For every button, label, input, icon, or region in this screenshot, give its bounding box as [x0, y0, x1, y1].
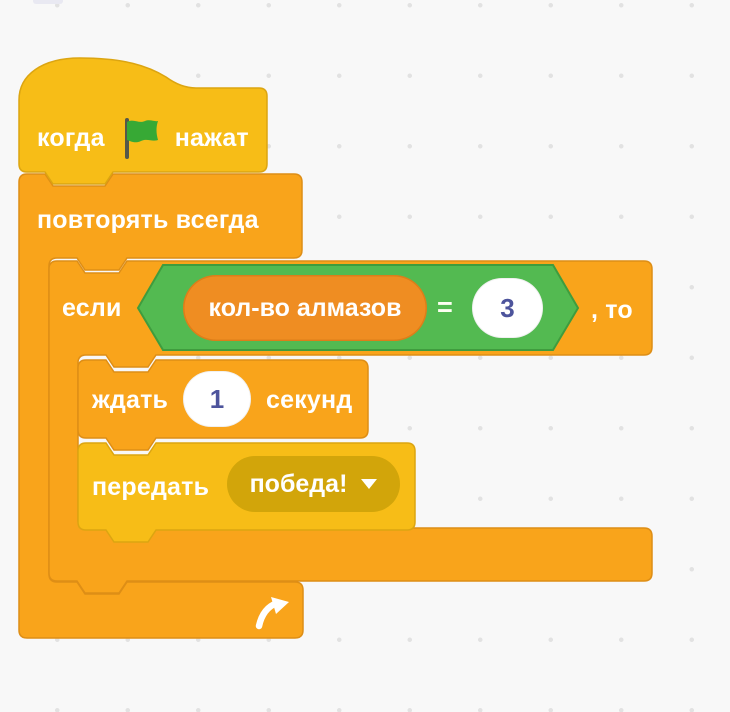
wait-label-before: ждать — [92, 385, 169, 414]
equals-sign: = — [437, 292, 453, 322]
clipped-toolbar-artifact — [33, 0, 63, 4]
broadcast-label: передать — [92, 472, 210, 501]
broadcast-message-dropdown[interactable]: победа! — [227, 456, 400, 512]
condition-value: 3 — [500, 292, 515, 323]
wait-duration-input[interactable]: 1 — [183, 371, 251, 427]
broadcast-message-value: победа! — [249, 469, 348, 498]
when-flag-clicked-block[interactable] — [18, 57, 268, 185]
green-flag-icon — [124, 118, 158, 159]
variable-name-label: кол-во алмазов — [208, 293, 402, 322]
wait-label-after: секунд — [266, 385, 353, 414]
variable-reporter[interactable]: кол-во алмазов — [183, 275, 427, 341]
when-flag-word-after: нажат — [174, 123, 249, 152]
when-flag-clicked-label-row: когда нажат — [37, 115, 249, 161]
dropdown-arrow-icon — [361, 479, 378, 489]
condition-value-input[interactable]: 3 — [472, 278, 543, 338]
when-flag-word-before: когда — [37, 123, 105, 152]
if-then-label: , то — [591, 295, 633, 324]
if-keyword-label: если — [62, 293, 122, 322]
loop-arrow-icon — [255, 597, 289, 630]
wait-duration-value: 1 — [209, 383, 225, 414]
forever-label: повторять всегда — [37, 205, 259, 234]
forever-block[interactable] — [18, 173, 304, 639]
